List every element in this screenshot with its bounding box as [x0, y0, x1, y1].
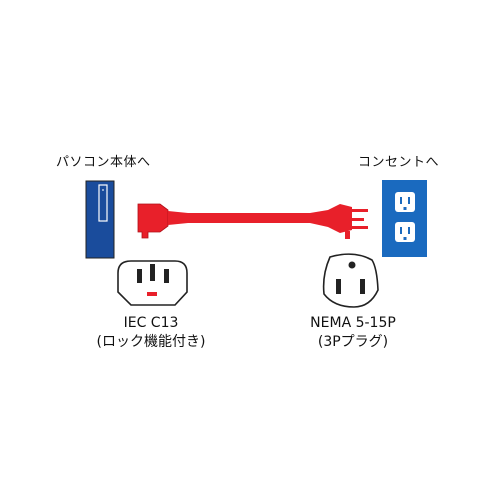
iec-c13-note: (ロック機能付き) [96, 334, 206, 350]
iec-c13-plug-icon [137, 203, 169, 239]
pc-body-panel [85, 180, 115, 259]
nema-5-15p-face-icon [322, 253, 379, 308]
nema-note: (3Pプラグ) [317, 334, 389, 350]
iec-c13-caption: IEC C13 (ロック機能付き) [78, 314, 224, 352]
nema-name: NEMA 5-15P [310, 315, 396, 331]
nema-plug-icon [310, 204, 352, 233]
iec-c13-name: IEC C13 [123, 315, 179, 331]
cable-line [186, 213, 312, 223]
outlet-side-label: コンセントへ [358, 155, 440, 170]
power-cable [137, 203, 368, 239]
wall-outlet [382, 180, 427, 257]
pc-side-label: パソコン本体へ [56, 155, 151, 170]
nema-caption: NEMA 5-15P (3Pプラグ) [290, 314, 416, 352]
iec-c13-face-icon [117, 260, 188, 306]
lock-indicator [147, 292, 157, 296]
